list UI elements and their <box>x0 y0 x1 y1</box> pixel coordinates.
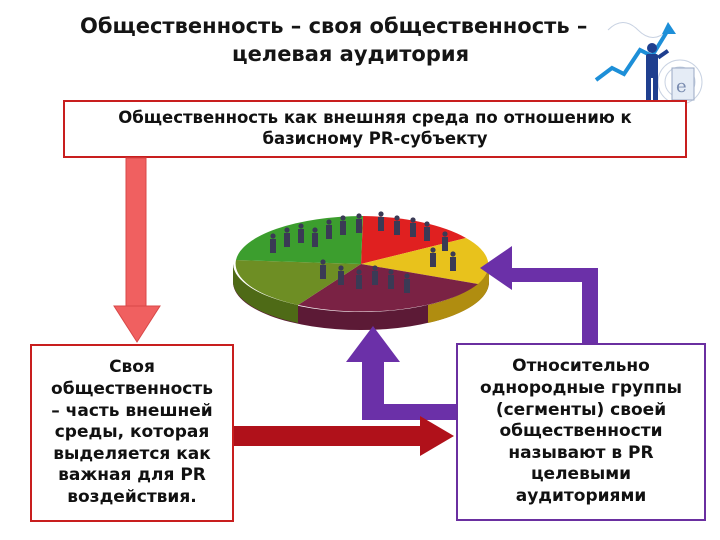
own-public-box: Своя общественность – часть внешней сред… <box>30 344 234 522</box>
purple-arrow-right <box>480 246 598 343</box>
people-silhouettes-icon <box>270 211 456 293</box>
title-line-2: целевая аудитория <box>232 42 470 66</box>
page-title: Общественность – своя общественность – ц… <box>60 8 600 78</box>
title-line-1: Общественность – своя общественность – <box>80 14 588 38</box>
down-arrow <box>113 157 161 343</box>
growth-chart-businessman-icon: e <box>594 22 703 105</box>
external-environment-box: Общественность как внешняя среда по отно… <box>63 100 687 158</box>
svg-text:e: e <box>676 76 687 97</box>
right-arrow <box>234 416 454 456</box>
purple-arrow-bottom <box>346 326 456 420</box>
own-public-text: Своя общественность – часть внешней сред… <box>51 357 213 507</box>
target-audience-box: Относительно однородные группы (сегменты… <box>456 343 706 521</box>
audience-pie-illustration <box>233 211 490 330</box>
target-audience-text: Относительно однородные группы (сегменты… <box>480 356 682 506</box>
